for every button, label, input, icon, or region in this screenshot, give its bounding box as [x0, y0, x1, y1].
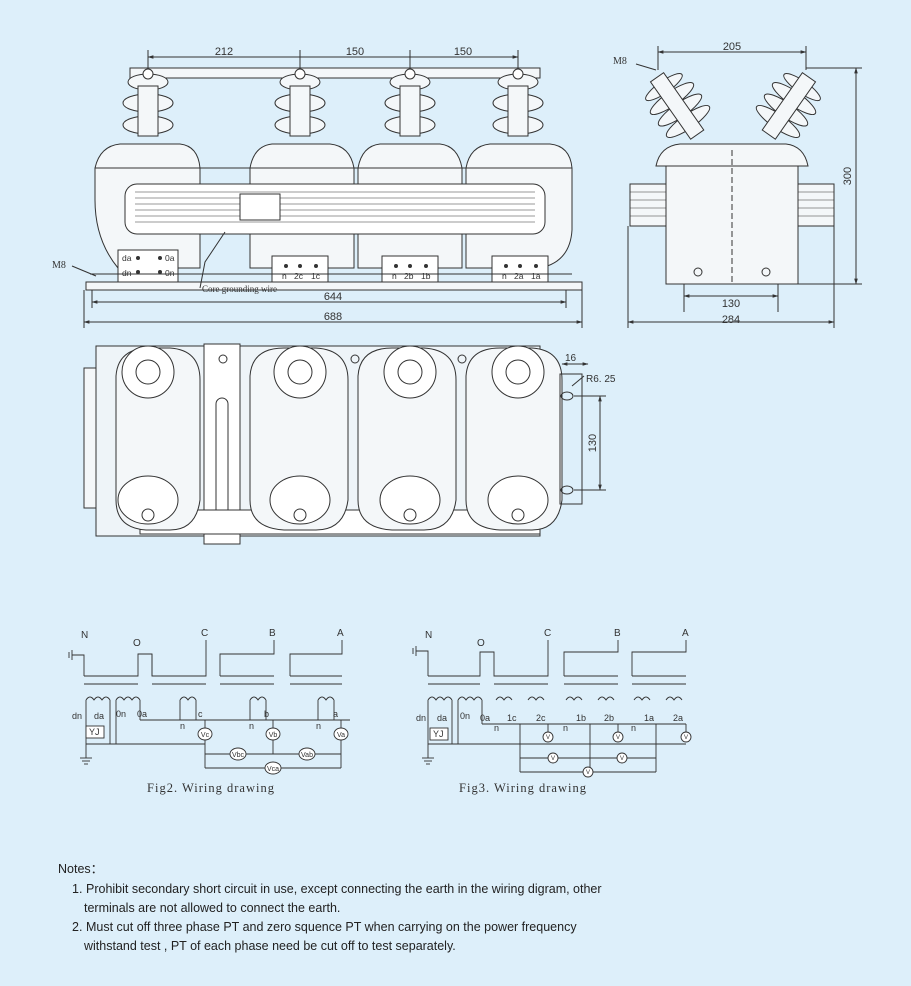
fig2-caption: Fig2. Wiring drawing: [147, 781, 275, 795]
fig3-sec-0n: 0n: [460, 711, 470, 721]
fig3-n2: n: [563, 723, 568, 733]
fig2-meter-vab: Vab: [301, 752, 313, 759]
fig2-label-n: N: [81, 630, 88, 641]
insulator-n: [122, 73, 174, 137]
notes-title: Notes：: [58, 862, 104, 876]
fig2-n1: n: [180, 721, 185, 731]
side-view: [627, 46, 862, 328]
dim-644: 644: [324, 291, 342, 303]
front-view: [71, 50, 583, 328]
dim-r625: R6. 25: [586, 374, 616, 385]
fig3-sec-da: da: [437, 713, 447, 723]
dim-212: 212: [215, 46, 233, 58]
note-item-1: 1.Prohibit secondary short circuit in us…: [58, 880, 618, 918]
top-view: [83, 343, 606, 545]
term-dn: dn: [122, 268, 132, 278]
fig3-yj: YJ: [433, 729, 444, 739]
core-grounding-label: Core grounding wire: [202, 284, 277, 294]
note-text-2: Must cut off three phase PT and zero squ…: [84, 920, 577, 953]
fig2-wiring: [68, 640, 350, 775]
term-2c: 2c: [294, 271, 304, 281]
dim-205: 205: [723, 41, 741, 53]
dim-284: 284: [722, 314, 740, 326]
fig2-yj: YJ: [89, 727, 100, 737]
m8-label-side: M8: [613, 56, 627, 67]
term-1b: 1b: [421, 271, 431, 281]
fig3-meter-3: V: [684, 735, 688, 741]
fig2-label-o: O: [133, 638, 141, 649]
dim-300: 300: [842, 167, 854, 185]
fig2-sec-0a: 0a: [137, 709, 147, 719]
dim-130-top: 130: [587, 434, 599, 452]
fig2-sec-0n: 0n: [116, 709, 126, 719]
fig2-n3: n: [316, 721, 321, 731]
fig3-label-c: C: [544, 628, 551, 639]
terminal-box-a: [491, 255, 549, 283]
term-1a: 1a: [531, 271, 541, 281]
term-2b: 2b: [404, 271, 414, 281]
insulator-c: [274, 73, 326, 137]
fig2-sec-b: b: [264, 709, 269, 719]
term-1c: 1c: [311, 271, 321, 281]
fig2-n2: n: [249, 721, 254, 731]
fig3-caption: Fig3. Wiring drawing: [459, 781, 587, 795]
fig2-meter-vbc: Vbc: [232, 752, 245, 759]
fig2-meter-vc: Vc: [201, 732, 210, 739]
fig3-meter-4: V: [551, 756, 555, 762]
fig3-wiring: [412, 640, 692, 778]
terminal-box-c: [271, 255, 329, 283]
fig3-label-n: N: [425, 630, 432, 641]
fig3-label-a: A: [682, 628, 689, 639]
m8-label-front: M8: [52, 260, 66, 271]
term-a-n: n: [502, 271, 507, 281]
fig3-label-b: B: [614, 628, 621, 639]
fig3-sec-2b: 2b: [604, 713, 614, 723]
fig2-meter-vca: Vca: [267, 766, 279, 773]
note-item-2: 2.Must cut off three phase PT and zero s…: [58, 918, 618, 956]
fig3-sec-1b: 1b: [576, 713, 586, 723]
fig3-meter-6: V: [586, 770, 590, 776]
fig3-sec-dn: dn: [416, 713, 426, 723]
fig3-label-o: O: [477, 638, 485, 649]
term-0n: 0n: [165, 268, 175, 278]
fig3-sec-1c: 1c: [507, 713, 517, 723]
fig3-meter-5: V: [620, 756, 624, 762]
note-number-2: 2.: [72, 920, 83, 934]
fig3-sec-1a: 1a: [644, 713, 654, 723]
note-text-1: Prohibit secondary short circuit in use,…: [84, 882, 602, 915]
fig2-meter-va: Va: [337, 732, 345, 739]
fig3-n1: n: [494, 723, 499, 733]
dim-16: 16: [565, 353, 577, 364]
terminal-box-b: [381, 255, 439, 283]
dim-150b: 150: [454, 46, 472, 58]
term-c-n: n: [282, 271, 287, 281]
term-2a: 2a: [514, 271, 524, 281]
fig2-meter-vb: Vb: [269, 732, 278, 739]
fig3-meter-1: V: [546, 735, 550, 741]
fig2-sec-dn: dn: [72, 711, 82, 721]
term-da: da: [122, 253, 132, 263]
dim-688: 688: [324, 311, 342, 323]
dim-150a: 150: [346, 46, 364, 58]
fig2-sec-c: c: [198, 709, 203, 719]
fig2-label-c: C: [201, 628, 208, 639]
notes-section: Notes： 1.Prohibit secondary short circui…: [58, 860, 618, 956]
note-number-1: 1.: [72, 882, 83, 896]
fig2-label-b: B: [269, 628, 276, 639]
fig2-sec-da: da: [94, 711, 104, 721]
fig2-label-a: A: [337, 628, 344, 639]
term-b-n: n: [392, 271, 397, 281]
fig3-sec-2a: 2a: [673, 713, 683, 723]
fig3-sec-0a: 0a: [480, 713, 490, 723]
insulator-b: [384, 73, 436, 137]
fig3-sec-2c: 2c: [536, 713, 546, 723]
dim-130-side: 130: [722, 298, 740, 310]
insulator-a: [492, 73, 544, 137]
term-0a: 0a: [165, 253, 175, 263]
fig3-meter-2: V: [616, 735, 620, 741]
fig2-sec-a: a: [333, 709, 338, 719]
fig3-n3: n: [631, 723, 636, 733]
